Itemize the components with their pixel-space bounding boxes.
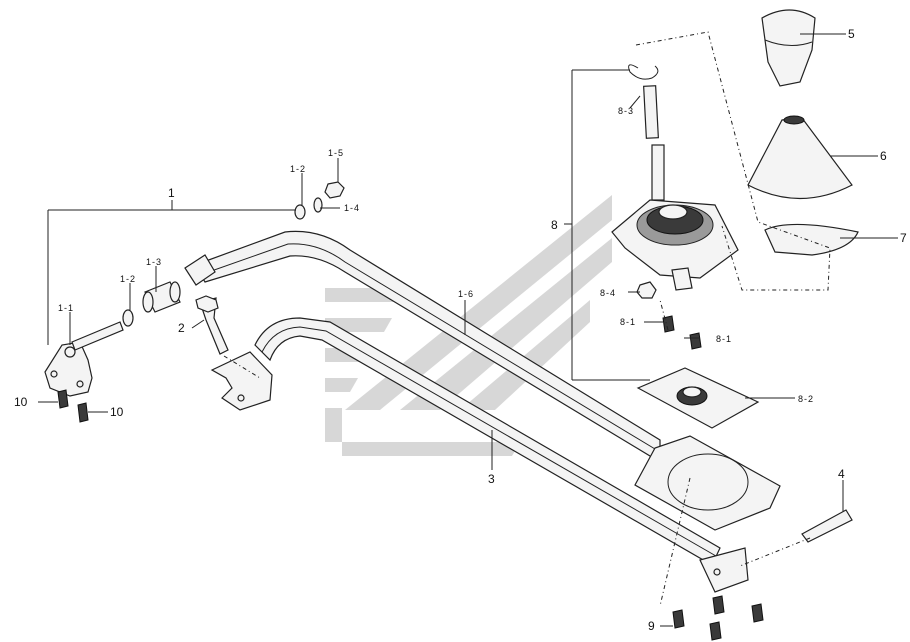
watermark-logo [325, 195, 612, 456]
label-8-4: 8-4 [600, 288, 616, 298]
label-5: 5 [848, 27, 855, 41]
shifter-assembly [611, 9, 859, 641]
label-10a: 10 [14, 395, 28, 409]
label-2: 2 [178, 321, 185, 335]
label-1-6: 1-6 [458, 289, 474, 299]
label-1-1: 1-1 [58, 303, 74, 313]
label-9: 9 [648, 619, 655, 633]
label-1-2a: 1-2 [120, 274, 136, 284]
label-8-2: 8-2 [798, 394, 814, 404]
label-1-4: 1-4 [344, 203, 360, 213]
label-1: 1 [168, 186, 175, 200]
label-1-2b: 1-2 [290, 164, 306, 174]
leader-lines [38, 31, 898, 627]
label-8-3: 8-3 [618, 106, 634, 116]
label-1-5: 1-5 [328, 148, 344, 158]
label-8: 8 [551, 218, 558, 232]
label-3: 3 [488, 472, 495, 486]
label-6: 6 [880, 149, 887, 163]
label-7: 7 [900, 231, 907, 245]
label-8-1a: 8-1 [620, 317, 636, 327]
label-4: 4 [838, 467, 845, 481]
label-1-3: 1-3 [146, 257, 162, 267]
label-8-1b: 8-1 [716, 334, 732, 344]
callout-labels: 1 1-1 1-2 1-2 1-3 1-4 1-5 1-6 2 3 4 5 6 … [14, 27, 907, 633]
label-10b: 10 [110, 405, 124, 419]
